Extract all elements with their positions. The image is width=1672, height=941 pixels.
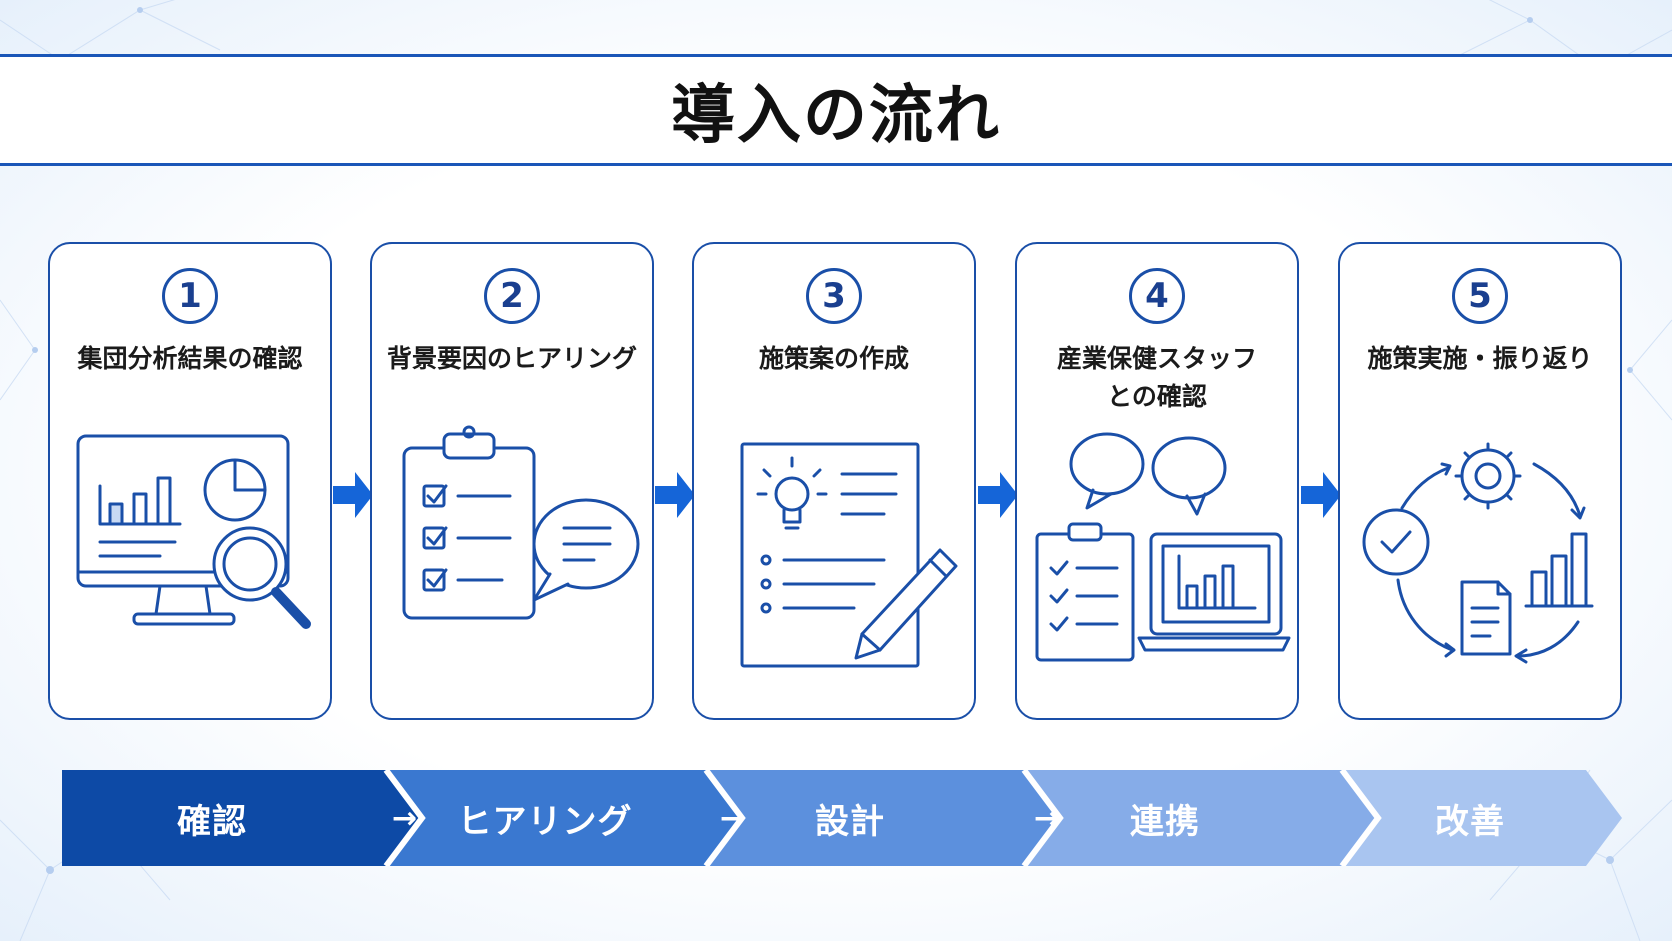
phase-segment-1: [62, 770, 422, 866]
phase-chevron-bar: [62, 770, 1622, 866]
step-label-4-line2: との確認: [1107, 382, 1207, 411]
phase-segment-2: [382, 770, 742, 866]
step-label-3: 施策案の作成: [758, 344, 909, 373]
phase-segment-5: [1338, 770, 1622, 866]
phase-separator-2: →: [720, 800, 746, 836]
monitor-chart-magnifier-icon: [76, 434, 311, 629]
phase-label-2: ヒアリング: [457, 801, 633, 842]
step-number-4: 4: [1129, 268, 1185, 324]
phase-segment-4: [1020, 770, 1378, 866]
step-label-1: 集団分析結果の確認: [77, 344, 303, 373]
document-lightbulb-pencil-icon: [740, 442, 958, 668]
step-card-3: 3 施策案の作成: [692, 242, 976, 720]
cycle-gear-check-chart-icon: [1362, 442, 1594, 664]
step-card-1: 1 集団分析結果の確認: [48, 242, 332, 720]
step-number-2: 2: [484, 268, 540, 324]
title-band: 導入の流れ: [0, 54, 1672, 166]
chat-clipboard-laptop-icon: [1035, 432, 1291, 662]
flow-arrow-3: [978, 472, 1018, 518]
phase-separator-3: →: [1034, 800, 1060, 836]
step-label-4-line1: 産業保健スタッフ: [1056, 344, 1257, 373]
phase-label-5: 改善: [1435, 801, 1505, 842]
flow-arrow-1: [333, 472, 373, 518]
phase-label-4: 連携: [1130, 801, 1200, 842]
flow-arrow-4: [1301, 472, 1341, 518]
phase-segment-3: [702, 770, 1060, 866]
step-card-4: 4 産業保健スタッフ との確認: [1015, 242, 1299, 720]
flow-arrow-2: [655, 472, 695, 518]
step-label-2: 背景要因のヒアリング: [386, 344, 637, 373]
step-number-5: 5: [1452, 268, 1508, 324]
step-label-5: 施策実施・振り返り: [1367, 344, 1593, 373]
step-card-5: 5 施策実施・振り返り: [1338, 242, 1622, 720]
page-title: 導入の流れ: [671, 79, 1001, 153]
clipboard-speech-icon: [402, 425, 640, 620]
phase-label-1: 確認: [177, 801, 247, 842]
phase-label-3: 設計: [815, 801, 885, 842]
phase-separator-1: →: [392, 800, 418, 836]
step-label-4: 産業保健スタッフ との確認: [1025, 340, 1289, 416]
step-number-3: 3: [806, 268, 862, 324]
step-card-2: 2 背景要因のヒアリング: [370, 242, 654, 720]
step-number-1: 1: [162, 268, 218, 324]
